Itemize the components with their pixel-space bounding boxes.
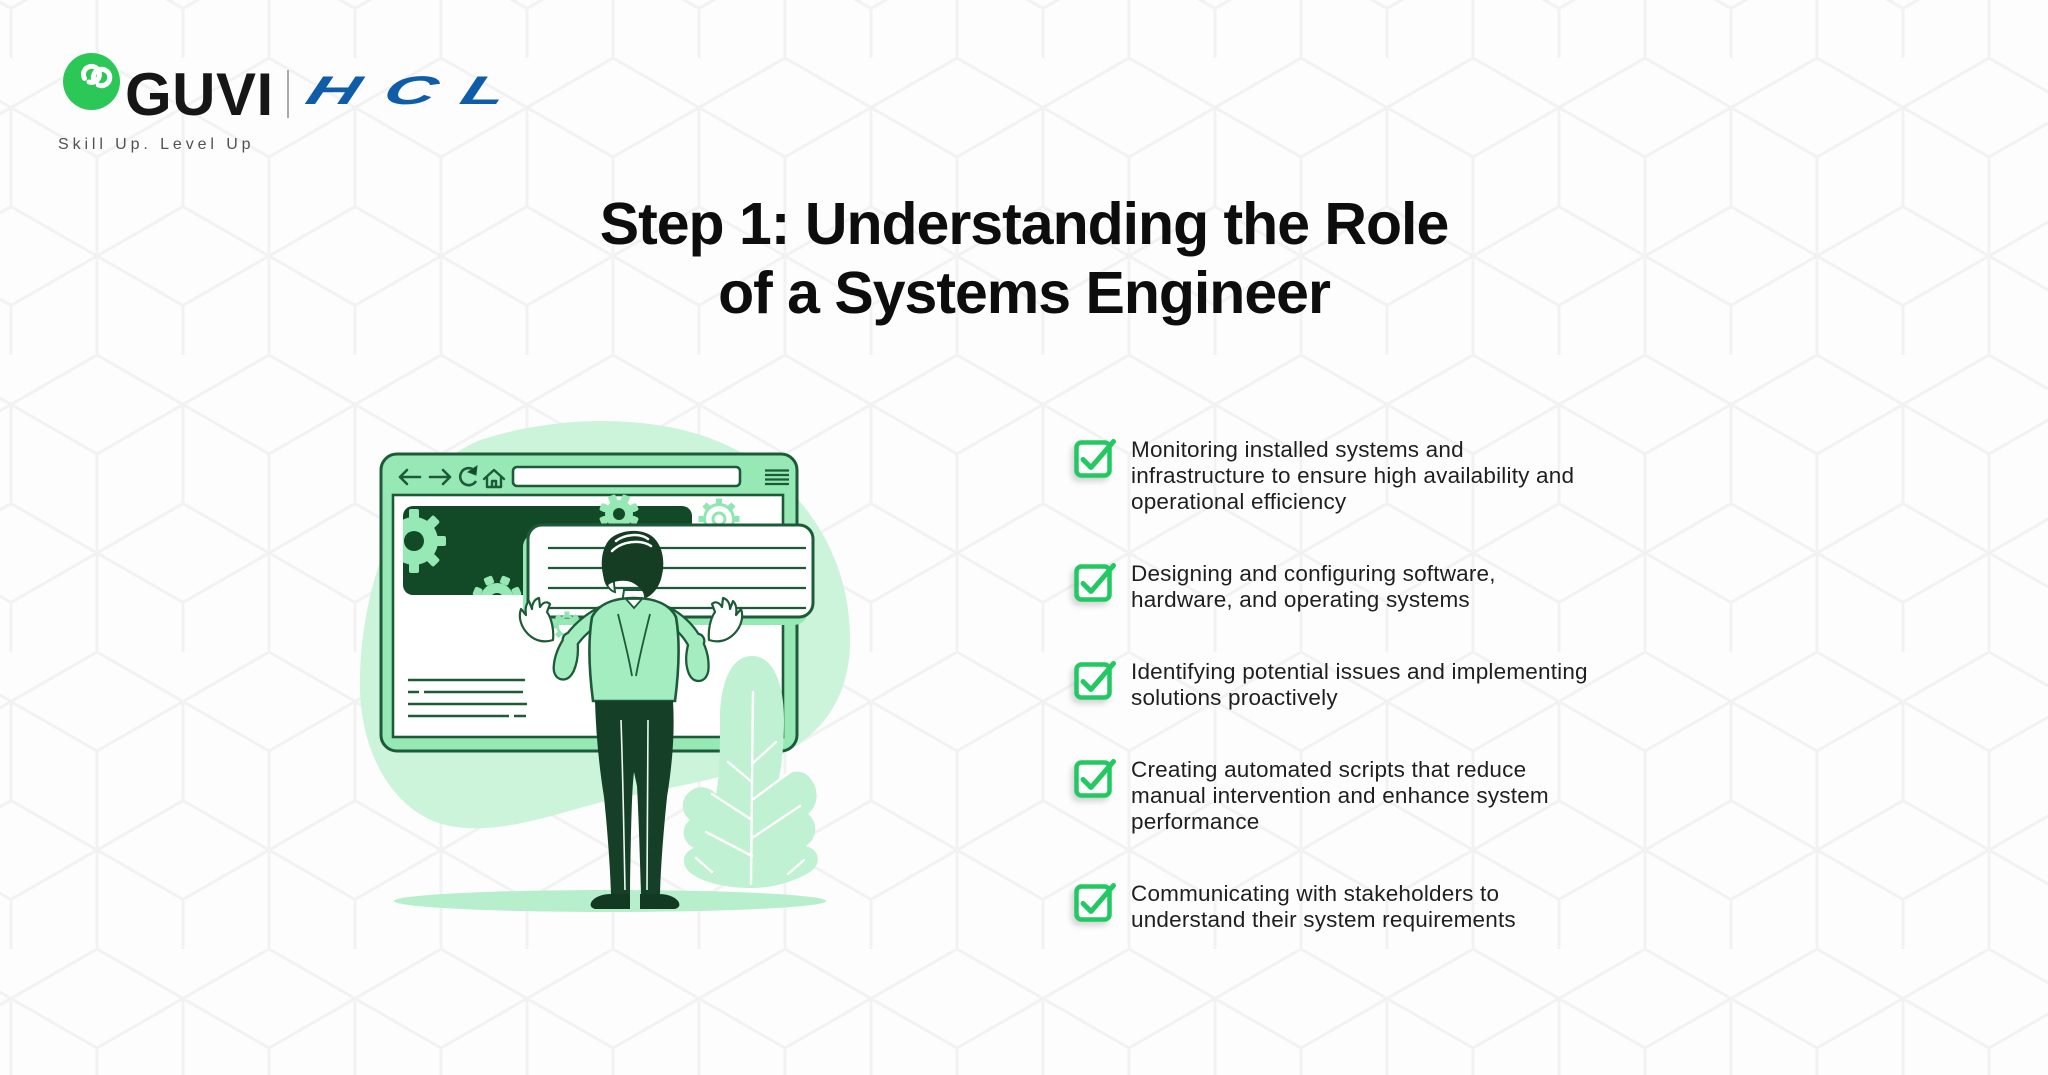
refresh-icon [458,464,478,487]
checklist-item: Identifying potential issues and impleme… [1074,659,1734,711]
left-hand [518,596,555,643]
page-title-line2: of a Systems Engineer [718,260,1331,326]
checkbox-checked-icon [1074,563,1116,602]
checkbox-checked-icon [1074,439,1116,478]
shoes [590,894,680,909]
card-text-lines [548,546,806,610]
torso [588,596,680,703]
address-bar [511,465,742,488]
checkbox-checked-icon [1074,661,1116,700]
home-icon [482,468,506,489]
gear-icon [472,575,522,595]
guvi-g-icon [63,53,120,110]
checkbox-checked-icon [1074,759,1116,798]
systems-engineer-illustration [359,420,851,912]
brand-divider [287,70,289,118]
forward-icon [428,468,452,486]
brand-tagline: Skill Up. Level Up [58,136,255,153]
page-title-line1: Step 1: Understanding the Role [599,191,1450,257]
hcl-wordmark: HCL [300,69,539,113]
pants [595,701,674,894]
gear-icon [403,509,446,573]
page-text-lines [408,678,527,718]
guvi-wordmark: GUVI [125,61,274,128]
checkbox-checked-icon [1074,883,1116,922]
checklist-item-text: Identifying potential issues and impleme… [1131,659,1588,710]
back-icon [398,468,422,486]
man [518,530,744,909]
plant [682,656,818,888]
menu-icon [765,469,789,486]
right-hand [707,596,744,643]
page-title: Step 1: Understanding the Role of a Syst… [0,190,2048,328]
checklist-item-text: Designing and configuring software,hardw… [1131,561,1496,612]
checklist-item: Designing and configuring software,hardw… [1074,561,1734,613]
